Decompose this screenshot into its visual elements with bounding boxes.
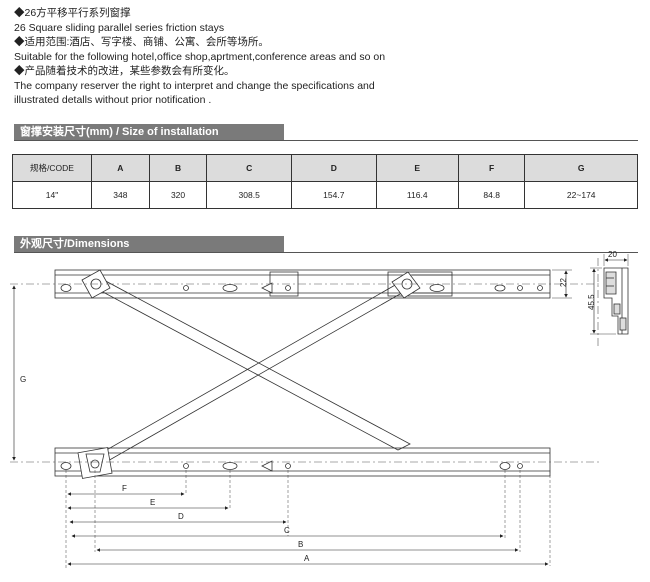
cell-f: 84.8 bbox=[457, 181, 526, 209]
label-e: E bbox=[150, 498, 155, 507]
cell-e: 116.4 bbox=[375, 181, 459, 209]
spec-table: 规格/CODE A B C D E F G 14" 348 320 308.5 … bbox=[12, 154, 638, 209]
title-cn: ◆26方平移平行系列窗撑 bbox=[14, 7, 131, 19]
dimensions-section-heading: 外观尺寸/Dimensions bbox=[14, 236, 284, 252]
top-rail-holes bbox=[60, 282, 543, 294]
label-width-20: 20 bbox=[608, 250, 617, 259]
cell-d: 154.7 bbox=[291, 181, 377, 209]
label-c: C bbox=[284, 526, 290, 535]
cell-a: 348 bbox=[91, 181, 150, 209]
intro-text: ◆26方平移平行系列窗撑 26 Square sliding parallel … bbox=[14, 6, 634, 108]
dimensions-divider bbox=[14, 252, 638, 253]
table-header-row: 规格/CODE A B C D E F G bbox=[12, 154, 638, 182]
cell-b: 320 bbox=[148, 181, 208, 209]
cell-c: 308.5 bbox=[206, 181, 292, 209]
scope-cn: ◆适用范围:酒店、写字楼、商铺、公寓、会所等场所。 bbox=[14, 36, 269, 48]
table-row: 14" 348 320 308.5 154.7 116.4 84.8 22~17… bbox=[12, 181, 638, 209]
height-22-dimension: 22 bbox=[552, 269, 572, 299]
side-view-profile bbox=[603, 267, 629, 335]
notice-cn: ◆产品随着技术的改进，某些参数会有所变化。 bbox=[14, 65, 235, 77]
label-d: D bbox=[178, 512, 184, 521]
side-view-dimensions: 20 45.5 bbox=[587, 250, 629, 335]
dimension-drawing: G F E D C B A 22 bbox=[10, 250, 629, 568]
horizontal-dimensions bbox=[67, 492, 549, 566]
header-f: F bbox=[457, 154, 526, 182]
cell-code: 14" bbox=[12, 181, 92, 209]
label-f: F bbox=[122, 484, 127, 493]
header-g: G bbox=[524, 154, 638, 182]
bottom-rail-holes bbox=[60, 460, 523, 472]
centre-lines bbox=[10, 258, 600, 463]
header-code: 规格/CODE bbox=[12, 154, 92, 182]
label-b: B bbox=[298, 540, 303, 549]
label-g: G bbox=[20, 375, 26, 384]
dimension-g: G bbox=[12, 285, 26, 461]
notice-en-2: illustrated detalls without prior notifi… bbox=[14, 94, 212, 106]
title-en: 26 Square sliding parallel series fricti… bbox=[14, 21, 225, 34]
header-d: D bbox=[291, 154, 377, 182]
label-height-22: 22 bbox=[559, 278, 568, 287]
notice-en-1: The company reserver the right to interp… bbox=[14, 79, 375, 92]
header-b: B bbox=[148, 154, 208, 182]
label-a: A bbox=[304, 554, 310, 563]
install-divider bbox=[14, 140, 638, 141]
label-height-45-5: 45.5 bbox=[587, 294, 596, 310]
scissor-arms bbox=[87, 277, 415, 463]
header-c: C bbox=[206, 154, 292, 182]
scope-en: Suitable for the following hotel,office … bbox=[14, 50, 386, 63]
header-e: E bbox=[375, 154, 459, 182]
dimension-labels: F E D C B A bbox=[122, 484, 310, 563]
install-section-heading: 窗撑安装尺寸(mm) / Size of installation bbox=[14, 124, 284, 140]
header-a: A bbox=[91, 154, 150, 182]
extension-lines bbox=[65, 470, 551, 568]
cell-g: 22~174 bbox=[524, 181, 638, 209]
pivot-blocks bbox=[77, 269, 421, 479]
